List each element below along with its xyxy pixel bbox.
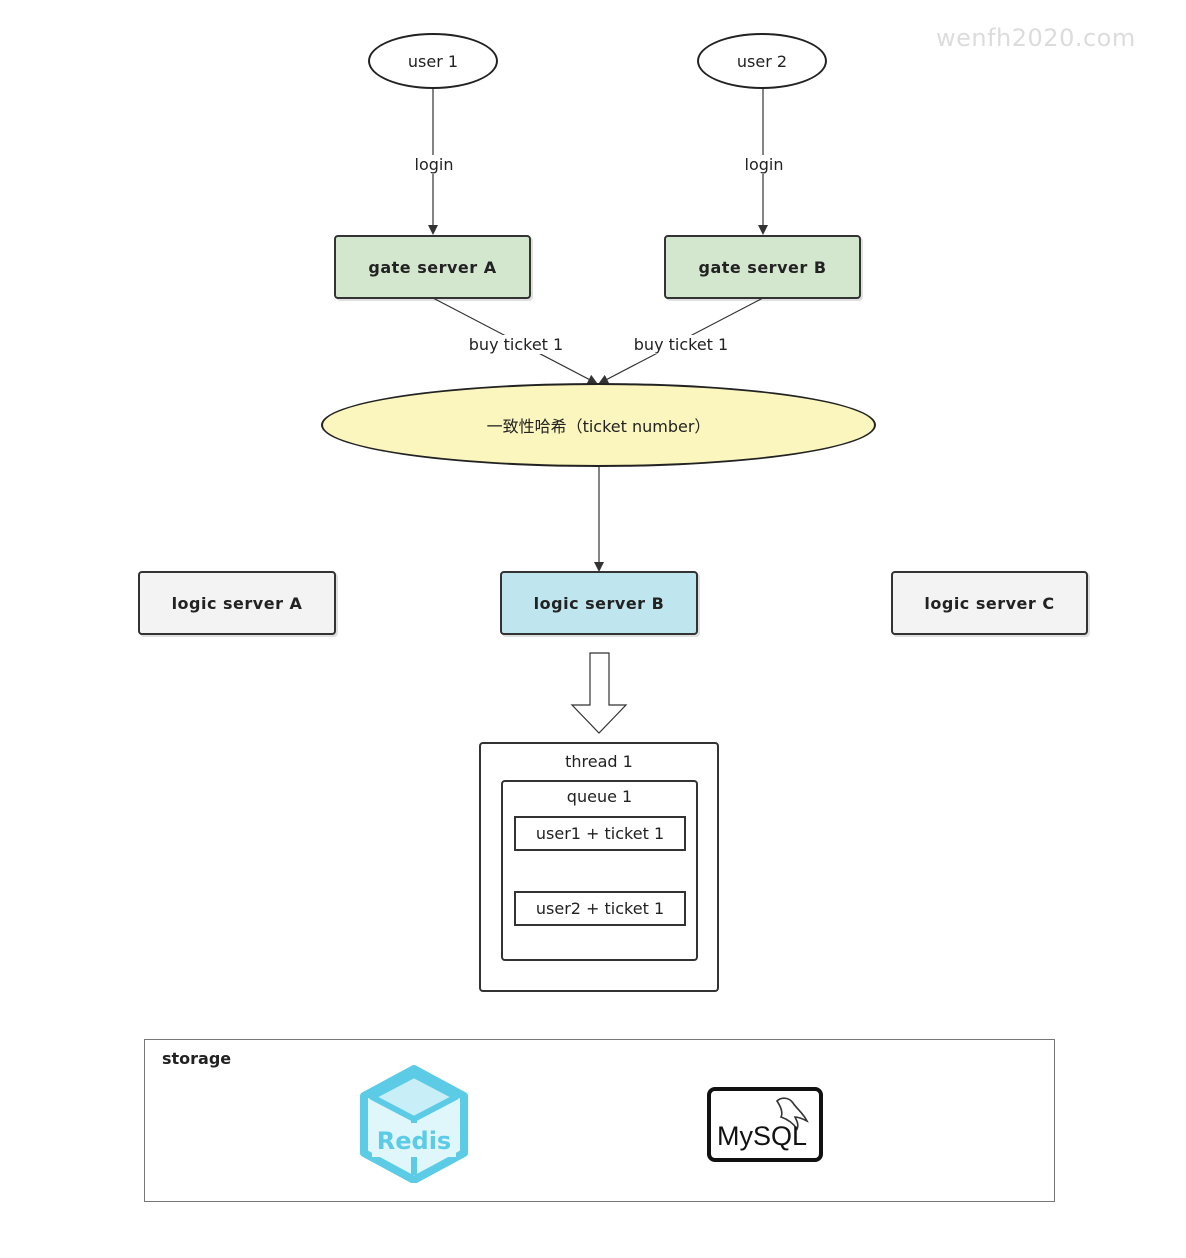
- logic-server-a-label: logic server A: [171, 593, 303, 613]
- hollow-down-arrow: [570, 652, 628, 734]
- queue-item-2: user2 + ticket 1: [514, 891, 686, 926]
- logic-server-b: logic server B: [500, 571, 698, 635]
- edge-label-buy-2: buy ticket 1: [631, 335, 731, 354]
- user-node-1-label: user 1: [407, 51, 459, 71]
- user-node-2-label: user 2: [736, 51, 788, 71]
- gate-server-b-label: gate server B: [698, 257, 827, 277]
- queue-item-2-label: user2 + ticket 1: [535, 899, 665, 918]
- logic-server-a: logic server A: [138, 571, 336, 635]
- consistent-hash-label: 一致性哈希（ticket number）: [486, 417, 711, 436]
- watermark: wenfh2020.com: [936, 24, 1136, 52]
- user-node-1: user 1: [368, 33, 498, 89]
- storage-title: storage: [162, 1049, 232, 1068]
- queue-item-1-label: user1 + ticket 1: [535, 824, 665, 843]
- user-node-2: user 2: [697, 33, 827, 89]
- thread-label: thread 1: [565, 752, 633, 771]
- mysql-logo-icon: MySQL: [707, 1087, 823, 1162]
- redis-logo-text: Redis: [377, 1127, 451, 1155]
- mysql-logo-text: MySQL: [717, 1121, 808, 1151]
- redis-logo-icon: Redis: [360, 1065, 468, 1183]
- queue-label: queue 1: [566, 787, 633, 806]
- edge-label-buy-1: buy ticket 1: [466, 335, 566, 354]
- storage-container: [144, 1039, 1055, 1202]
- gate-server-a: gate server A: [334, 235, 531, 299]
- logic-server-c: logic server C: [891, 571, 1088, 635]
- queue-container: [501, 780, 698, 961]
- logic-server-c-label: logic server C: [924, 593, 1055, 613]
- gate-server-a-label: gate server A: [368, 257, 497, 277]
- gate-server-b: gate server B: [664, 235, 861, 299]
- logic-server-b-label: logic server B: [533, 593, 665, 613]
- edge-label-login-1: login: [410, 155, 458, 174]
- edge-label-login-2: login: [740, 155, 788, 174]
- queue-item-1: user1 + ticket 1: [514, 816, 686, 851]
- consistent-hash-node: 一致性哈希（ticket number）: [321, 383, 876, 467]
